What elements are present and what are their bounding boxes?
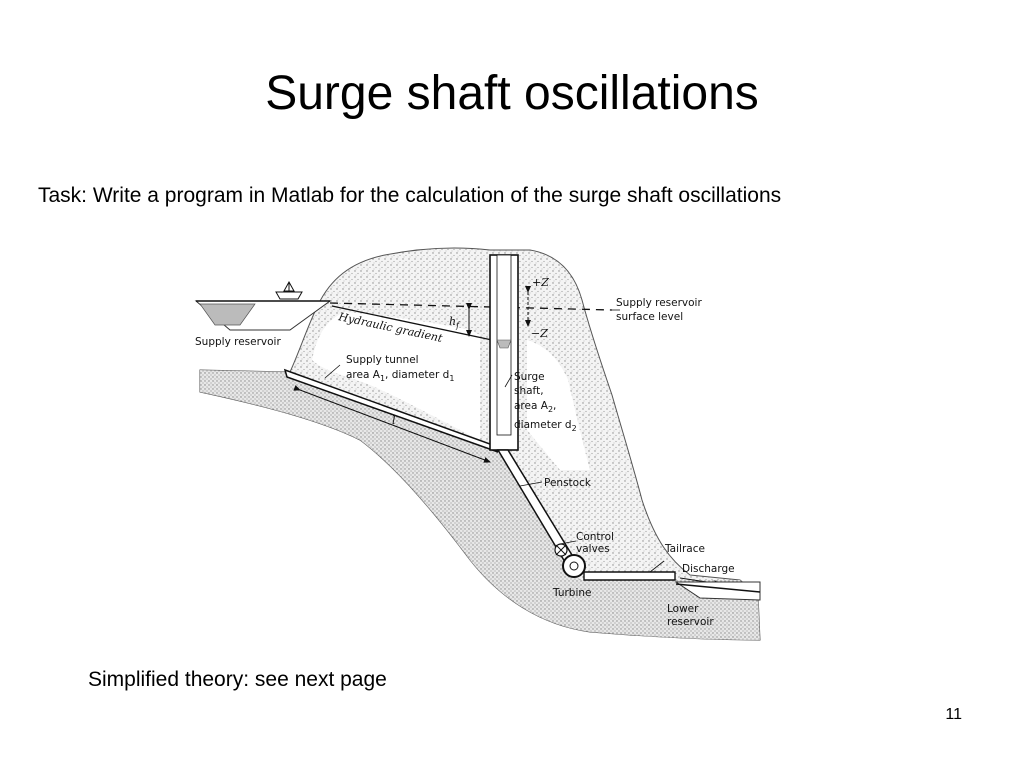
hydraulic-gradient-line xyxy=(331,305,493,341)
turbine-icon xyxy=(562,554,586,578)
label-turbine: Turbine xyxy=(552,587,592,599)
control-valve-icon xyxy=(554,543,568,557)
label-penstock: Penstock xyxy=(544,477,592,489)
label-discharge: Discharge xyxy=(682,563,735,575)
rock-interior-right xyxy=(527,340,590,470)
label-tailrace: Tailrace xyxy=(664,543,705,555)
page-number: 11 xyxy=(945,706,962,723)
label-surge-4: diameter d2 xyxy=(514,419,577,433)
label-hf: hf xyxy=(449,315,461,330)
task-text: Task: Write a program in Matlab for the … xyxy=(38,184,782,207)
leader-lines xyxy=(324,309,665,573)
label-plus-z: +Z xyxy=(532,276,549,289)
label-surface-level-1: Supply reservoir xyxy=(616,297,702,309)
label-surge-2: shaft, xyxy=(514,385,544,397)
label-surface-level-2: surface level xyxy=(616,311,683,323)
label-control-valves-1: Control xyxy=(576,531,614,543)
slide-title: Surge shaft oscillations xyxy=(265,67,759,120)
label-lower-reservoir-1: Lower xyxy=(667,603,699,615)
label-minus-z: −Z xyxy=(531,327,548,340)
label-surge-1: Surge xyxy=(514,371,545,383)
boat-icon xyxy=(275,280,303,300)
label-supply-reservoir: Supply reservoir xyxy=(195,336,281,348)
ground-band xyxy=(200,370,760,640)
label-surge-3: area A2, xyxy=(514,400,556,414)
label-length: l xyxy=(392,414,396,427)
note-text: Simplified theory: see next page xyxy=(88,668,387,691)
tailrace xyxy=(583,571,676,581)
tunnel-length-arrow xyxy=(293,385,491,463)
label-supply-tunnel-2: area A1, diameter d1 xyxy=(346,369,454,383)
supply-reservoir-hatch xyxy=(199,303,256,326)
label-lower-reservoir-2: reservoir xyxy=(667,616,714,628)
label-control-valves-2: valves xyxy=(576,543,610,555)
label-supply-tunnel-1: Supply tunnel xyxy=(346,354,419,366)
